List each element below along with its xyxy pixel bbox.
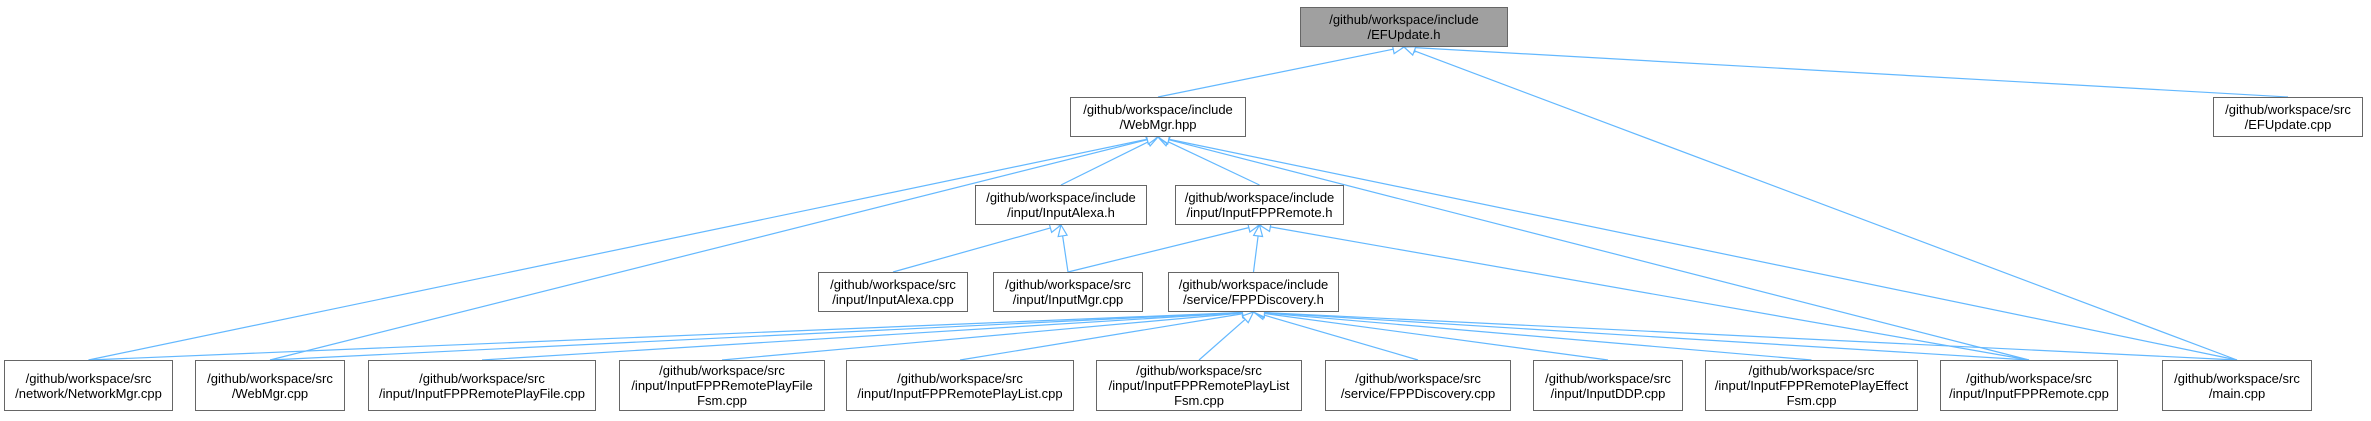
edge-webmgr_cpp-to-webmgr_hpp xyxy=(269,139,1148,361)
node-efupdate-h: /github/workspace/include/EFUpdate.h xyxy=(1300,7,1508,47)
node-label-line: /WebMgr.hpp xyxy=(1119,117,1197,132)
edge-inputmgr_cpp-to-inputfppremote_h xyxy=(1067,227,1249,273)
node-label-line: /service/FPPDiscovery.h xyxy=(1183,292,1324,307)
node-label-line: /input/InputFPPRemotePlayList.cpp xyxy=(857,385,1063,401)
edge-inputalexa_cpp-to-inputalexa_h xyxy=(892,227,1051,273)
node-inputfppremoteplayeffectfsm-cpp[interactable]: /github/workspace/src/input/InputFPPRemo… xyxy=(1705,360,1918,411)
edge-playfile_cpp-to-fppdiscovery_h xyxy=(481,312,1243,361)
edge-inputmgr_cpp-to-inputalexa_h xyxy=(1062,235,1069,273)
node-label-line: /github/workspace/src xyxy=(1545,370,1671,386)
edge-playlist_cpp-to-fppdiscovery_h xyxy=(959,313,1243,361)
node-label-line: Fsm.cpp xyxy=(697,393,747,408)
edge-arrowhead xyxy=(1241,310,1255,324)
node-label-line: /main.cpp xyxy=(2208,385,2266,401)
node-label-line: /input/InputMgr.cpp xyxy=(1012,292,1124,307)
node-label-line: /github/workspace/include xyxy=(1178,277,1329,292)
node-label-line: /WebMgr.cpp xyxy=(231,385,309,401)
edge-fppdiscovery_h-to-inputfppremote_h xyxy=(1252,235,1259,273)
edge-main_cpp-to-webmgr_hpp xyxy=(1168,138,2238,361)
node-inputfppremote-h[interactable]: /github/workspace/include/input/InputFPP… xyxy=(1175,185,1344,225)
node-label-line: /github/workspace/src xyxy=(1355,370,1481,386)
edge-fppdiscovery_cpp-to-fppdiscovery_h xyxy=(1263,314,1419,361)
edge-main_cpp-to-efupdate_h xyxy=(1414,50,2238,361)
edge-arrowhead xyxy=(1402,46,1417,57)
node-label-line: /EFUpdate.h xyxy=(1367,27,1441,42)
node-webmgr-cpp[interactable]: /github/workspace/src/WebMgr.cpp xyxy=(195,360,345,411)
node-label-line: /github/workspace/src xyxy=(1748,363,1875,378)
node-label-line: /input/InputFPPRemote.cpp xyxy=(1949,385,2109,401)
edge-networkmgr_cpp-to-webmgr_hpp xyxy=(88,138,1148,361)
node-label-line: /github/workspace/include xyxy=(1083,102,1233,117)
node-label-line: /network/NetworkMgr.cpp xyxy=(15,385,162,401)
node-inputfppremoteplayfile-cpp[interactable]: /github/workspace/src/input/InputFPPRemo… xyxy=(368,360,596,411)
node-label-line: /input/InputAlexa.h xyxy=(1007,205,1115,220)
node-inputfppremoteplaylistfsm-cpp[interactable]: /github/workspace/src/input/InputFPPRemo… xyxy=(1096,360,1302,411)
edge-playeffectfsm_cpp-to-fppdiscovery_h xyxy=(1264,312,1812,361)
edge-inputalexa_h-to-webmgr_hpp xyxy=(1060,141,1149,186)
node-label-line: /input/InputAlexa.cpp xyxy=(832,292,954,307)
node-label-line: /github/workspace/src xyxy=(2225,102,2351,117)
node-label-line: /github/workspace/src xyxy=(419,370,545,386)
node-label-line: /github/workspace/src xyxy=(659,363,785,378)
edge-arrowhead xyxy=(1252,223,1264,238)
node-inputfppremote-cpp[interactable]: /github/workspace/src/input/InputFPPRemo… xyxy=(1940,360,2118,411)
node-label-line: /input/InputFPPRemotePlayFile xyxy=(631,378,813,393)
node-label-line: /github/workspace/src xyxy=(1005,277,1131,292)
node-label-line: /github/workspace/include xyxy=(1329,12,1479,27)
node-label-line: Fsm.cpp xyxy=(1786,393,1837,408)
node-main-cpp[interactable]: /github/workspace/src/main.cpp xyxy=(2162,360,2312,411)
node-label-line: /EFUpdate.cpp xyxy=(2244,117,2332,132)
edge-webmgr_cpp-to-fppdiscovery_h xyxy=(269,311,1243,361)
node-label-line: /github/workspace/src xyxy=(2174,370,2300,386)
edge-main_cpp-to-fppdiscovery_h xyxy=(1264,311,2238,361)
edge-inputfppremote_cpp-to-webmgr_hpp xyxy=(1168,139,2030,361)
node-fppdiscovery-cpp[interactable]: /github/workspace/src/service/FPPDiscove… xyxy=(1325,360,1511,411)
node-label-line: /github/workspace/src xyxy=(830,277,956,292)
edge-inputddp_cpp-to-fppdiscovery_h xyxy=(1264,312,1609,361)
node-label-line: /github/workspace/src xyxy=(1966,370,2092,386)
node-label-line: Fsm.cpp xyxy=(1174,393,1224,408)
node-label-line: /github/workspace/src xyxy=(897,370,1023,386)
edge-arrowhead xyxy=(1057,223,1069,238)
node-label-line: /input/InputFPPRemotePlayEffect xyxy=(1714,378,1909,393)
node-inputfppremoteplaylist-cpp[interactable]: /github/workspace/src/input/InputFPPRemo… xyxy=(846,360,1074,411)
node-inputalexa-cpp[interactable]: /github/workspace/src/input/InputAlexa.c… xyxy=(818,272,968,312)
node-label-line: /github/workspace/src xyxy=(207,370,333,386)
node-label-line: /input/InputFPPRemotePlayFile.cpp xyxy=(379,385,585,401)
node-label-line: /input/InputFPPRemotePlayList xyxy=(1108,378,1290,393)
node-label-line: /github/workspace/src xyxy=(1136,363,1262,378)
node-inputalexa-h[interactable]: /github/workspace/include/input/InputAle… xyxy=(975,185,1147,225)
node-webmgr-hpp[interactable]: /github/workspace/include/WebMgr.hpp xyxy=(1070,97,1246,137)
node-label-line: /input/InputDDP.cpp xyxy=(1550,385,1666,401)
edge-inputfppremote_h-to-webmgr_hpp xyxy=(1167,141,1260,186)
node-label-line: /input/InputFPPRemote.h xyxy=(1186,205,1333,220)
edge-networkmgr_cpp-to-fppdiscovery_h xyxy=(88,311,1243,361)
edge-playlistfsm_cpp-to-fppdiscovery_h xyxy=(1198,318,1246,361)
node-inputfppremoteplayfilefsm-cpp[interactable]: /github/workspace/src/input/InputFPPRemo… xyxy=(619,360,825,411)
node-inputddp-cpp[interactable]: /github/workspace/src/input/InputDDP.cpp xyxy=(1533,360,1683,411)
edge-webmgr_hpp-to-efupdate_h xyxy=(1157,48,1394,98)
node-label-line: /github/workspace/include xyxy=(986,190,1136,205)
node-label-line: /github/workspace/src xyxy=(25,370,152,386)
node-label-line: /service/FPPDiscovery.cpp xyxy=(1340,385,1496,401)
node-networkmgr-cpp[interactable]: /github/workspace/src/network/NetworkMgr… xyxy=(4,360,173,411)
edge-inputfppremote_cpp-to-fppdiscovery_h xyxy=(1264,312,2030,361)
node-efupdate-cpp[interactable]: /github/workspace/src/EFUpdate.cpp xyxy=(2213,97,2363,137)
node-label-line: /github/workspace/include xyxy=(1184,190,1335,205)
edge-playfilefsm_cpp-to-fppdiscovery_h xyxy=(721,312,1243,361)
node-inputmgr-cpp[interactable]: /github/workspace/src/input/InputMgr.cpp xyxy=(993,272,1143,312)
edge-efupdate_cpp-to-efupdate_h xyxy=(1414,47,2289,98)
edge-inputfppremote_cpp-to-inputfppremote_h xyxy=(1270,226,2030,361)
node-fppdiscovery-h[interactable]: /github/workspace/include/service/FPPDis… xyxy=(1168,272,1339,312)
